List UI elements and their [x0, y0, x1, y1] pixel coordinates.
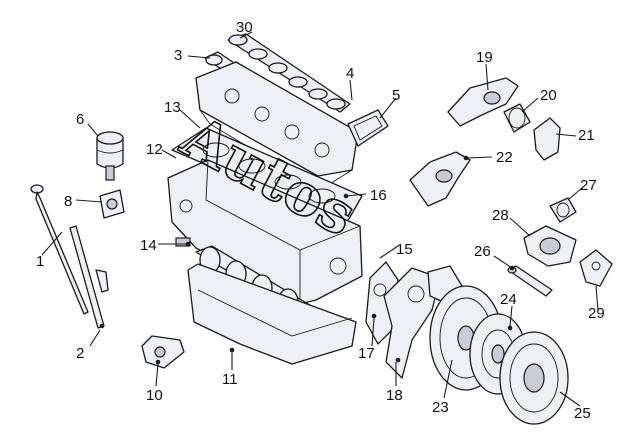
thermostat-housing: [447, 77, 519, 127]
callout-11: 11: [222, 371, 238, 388]
mounting-bracket: [579, 249, 613, 287]
callout-12: 12: [146, 141, 163, 158]
idle-air-valve: [549, 197, 577, 223]
callout-30: 30: [236, 19, 253, 36]
callout-26: 26: [474, 243, 491, 260]
callout-13: 13: [164, 99, 181, 116]
callout-10: 10: [146, 387, 163, 404]
callout-24: 24: [500, 291, 517, 308]
oil-filter: [96, 131, 124, 181]
callout-20: 20: [540, 87, 557, 104]
callout-15: 15: [396, 241, 413, 258]
pressure-plate: [499, 331, 569, 425]
callout-8: 8: [64, 193, 72, 210]
dipstick: [30, 184, 89, 315]
head-gasket: [171, 127, 363, 225]
callout-6: 6: [76, 111, 84, 128]
flywheel-plate: [383, 267, 441, 379]
leader-lines: [41, 31, 599, 407]
callout-16: 16: [370, 187, 387, 204]
callout-18: 18: [386, 387, 403, 404]
gasket-ring: [347, 109, 389, 147]
oil-pickup: [141, 335, 185, 369]
thermostat-cover: [533, 117, 561, 161]
callout-5: 5: [392, 87, 400, 104]
leader-dots: [99, 155, 515, 365]
dipstick-tube: [69, 225, 109, 329]
callout-1: 1: [36, 253, 44, 270]
callout-25: 25: [574, 405, 591, 422]
callout-22: 22: [496, 149, 513, 166]
callout-19: 19: [476, 49, 493, 66]
throttle-body: [523, 225, 577, 267]
callout-21: 21: [578, 127, 595, 144]
callout-27: 27: [580, 177, 597, 194]
oil-pan: [187, 263, 357, 365]
oil-filter-adapter: [99, 189, 125, 219]
callout-2: 2: [76, 345, 84, 362]
callout-4: 4: [346, 65, 354, 82]
callout-14: 14: [140, 237, 157, 254]
engine-block: [167, 159, 363, 305]
water-outlet: [409, 151, 471, 207]
callout-28: 28: [492, 207, 509, 224]
callout-29: 29: [588, 305, 605, 322]
callout-23: 23: [432, 399, 449, 416]
callout-3: 3: [174, 47, 182, 64]
callout-17: 17: [358, 345, 375, 362]
